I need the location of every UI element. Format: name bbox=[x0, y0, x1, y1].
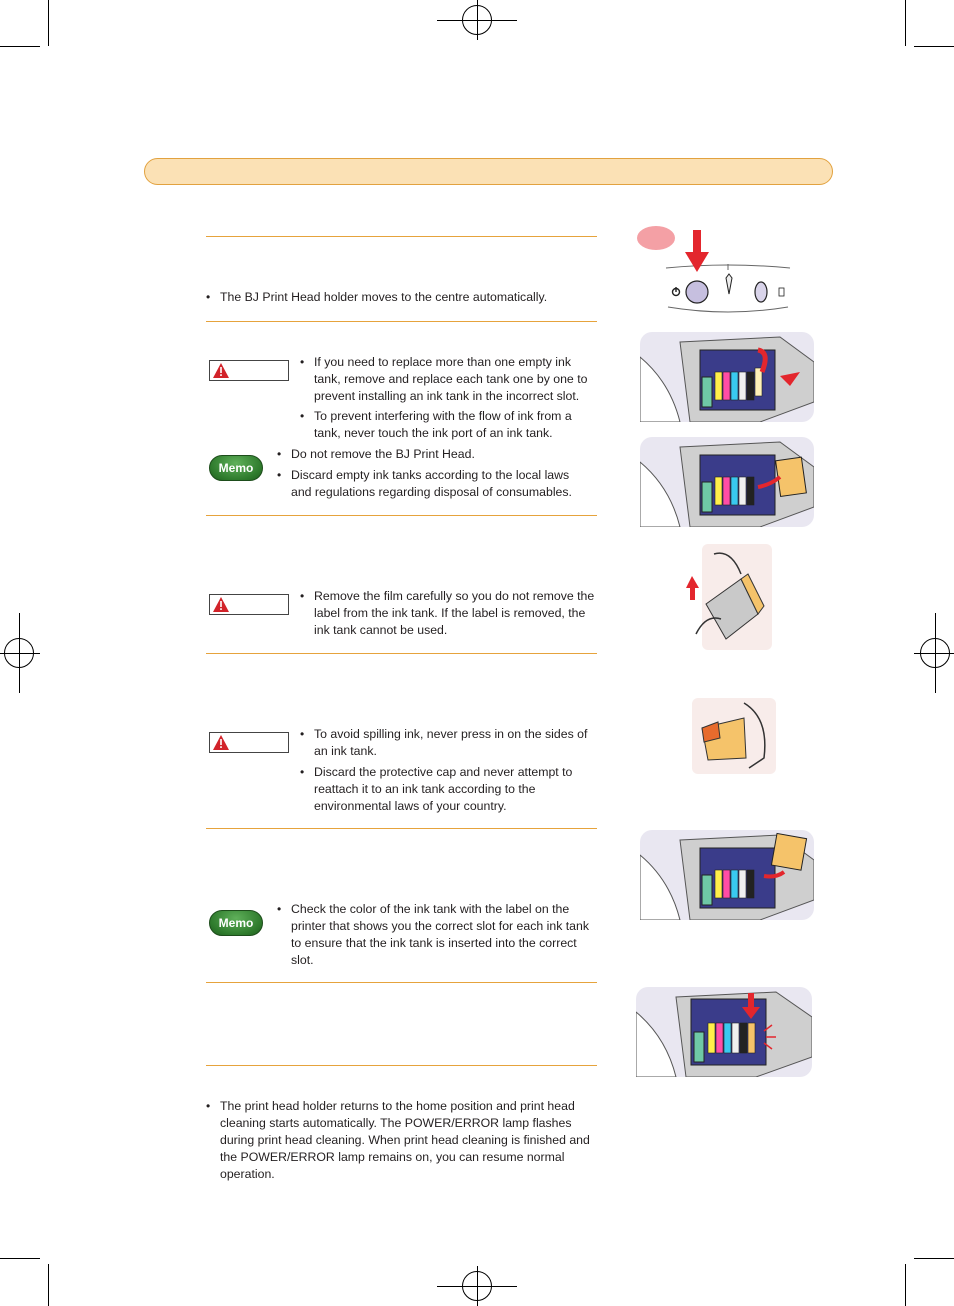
crop-mark bbox=[0, 653, 40, 654]
bullet: • bbox=[300, 765, 305, 779]
remove-cap-illustration bbox=[692, 698, 776, 774]
bullet: • bbox=[277, 447, 282, 461]
memo-item: Discard empty ink tanks according to the… bbox=[291, 468, 572, 499]
printer-remove-tank-illustration bbox=[640, 332, 814, 422]
caution-box bbox=[209, 732, 289, 753]
bullet: • bbox=[277, 902, 282, 916]
step-divider bbox=[206, 1065, 597, 1066]
caution-item: To avoid spilling ink, never press in on… bbox=[314, 727, 588, 758]
control-panel-illustration bbox=[637, 226, 791, 313]
step-divider bbox=[206, 828, 597, 829]
crop-mark bbox=[914, 46, 954, 47]
caution-triangle-icon bbox=[213, 363, 229, 378]
caution-item: Remove the film carefully so you do not … bbox=[314, 589, 595, 637]
step-divider bbox=[206, 653, 597, 654]
bullet: • bbox=[300, 355, 305, 369]
step1-note: The BJ Print Head holder moves to the ce… bbox=[220, 290, 548, 304]
step-divider bbox=[206, 236, 597, 237]
remove-film-illustration bbox=[686, 544, 772, 650]
memo-badge: Memo bbox=[209, 455, 263, 481]
crop-mark bbox=[437, 1286, 517, 1287]
crop-mark bbox=[914, 653, 954, 654]
bullet: • bbox=[206, 1099, 211, 1113]
bullet: • bbox=[206, 290, 211, 304]
crop-mark bbox=[914, 1258, 954, 1259]
caution-item: Discard the protective cap and never att… bbox=[314, 765, 573, 813]
printer-tank-out-illustration bbox=[640, 437, 814, 527]
step-divider bbox=[206, 515, 597, 516]
memo-badge: Memo bbox=[209, 910, 263, 936]
caution-item: If you need to replace more than one emp… bbox=[314, 355, 588, 403]
step-divider bbox=[206, 982, 597, 983]
caution-triangle-icon bbox=[213, 597, 229, 612]
crop-mark bbox=[905, 0, 906, 46]
step7-note: The print head holder returns to the hom… bbox=[220, 1099, 590, 1181]
crop-mark bbox=[48, 0, 49, 46]
caution-item: To prevent interfering with the flow of … bbox=[314, 409, 572, 440]
bullet: • bbox=[300, 409, 305, 423]
crop-mark bbox=[48, 1264, 49, 1306]
crop-mark bbox=[0, 1258, 40, 1259]
power-icon bbox=[671, 287, 681, 297]
memo-item: Check the color of the ink tank with the… bbox=[291, 902, 590, 967]
printer-insert-tank-illustration bbox=[640, 830, 814, 920]
printer-press-tank-illustration bbox=[636, 987, 812, 1077]
crop-mark bbox=[0, 46, 40, 47]
memo-item: Do not remove the BJ Print Head. bbox=[291, 447, 475, 461]
bullet: • bbox=[300, 727, 305, 741]
step-badge bbox=[637, 226, 675, 250]
bullet: • bbox=[277, 468, 282, 482]
resume-button bbox=[685, 280, 709, 304]
caution-box bbox=[209, 594, 289, 615]
step-divider bbox=[206, 321, 597, 322]
resume-icon bbox=[778, 287, 785, 297]
caution-box bbox=[209, 360, 289, 381]
crop-mark bbox=[905, 1264, 906, 1306]
crop-mark bbox=[437, 20, 517, 21]
bullet: • bbox=[300, 589, 305, 603]
caution-triangle-icon bbox=[213, 735, 229, 750]
section-banner bbox=[144, 158, 833, 185]
